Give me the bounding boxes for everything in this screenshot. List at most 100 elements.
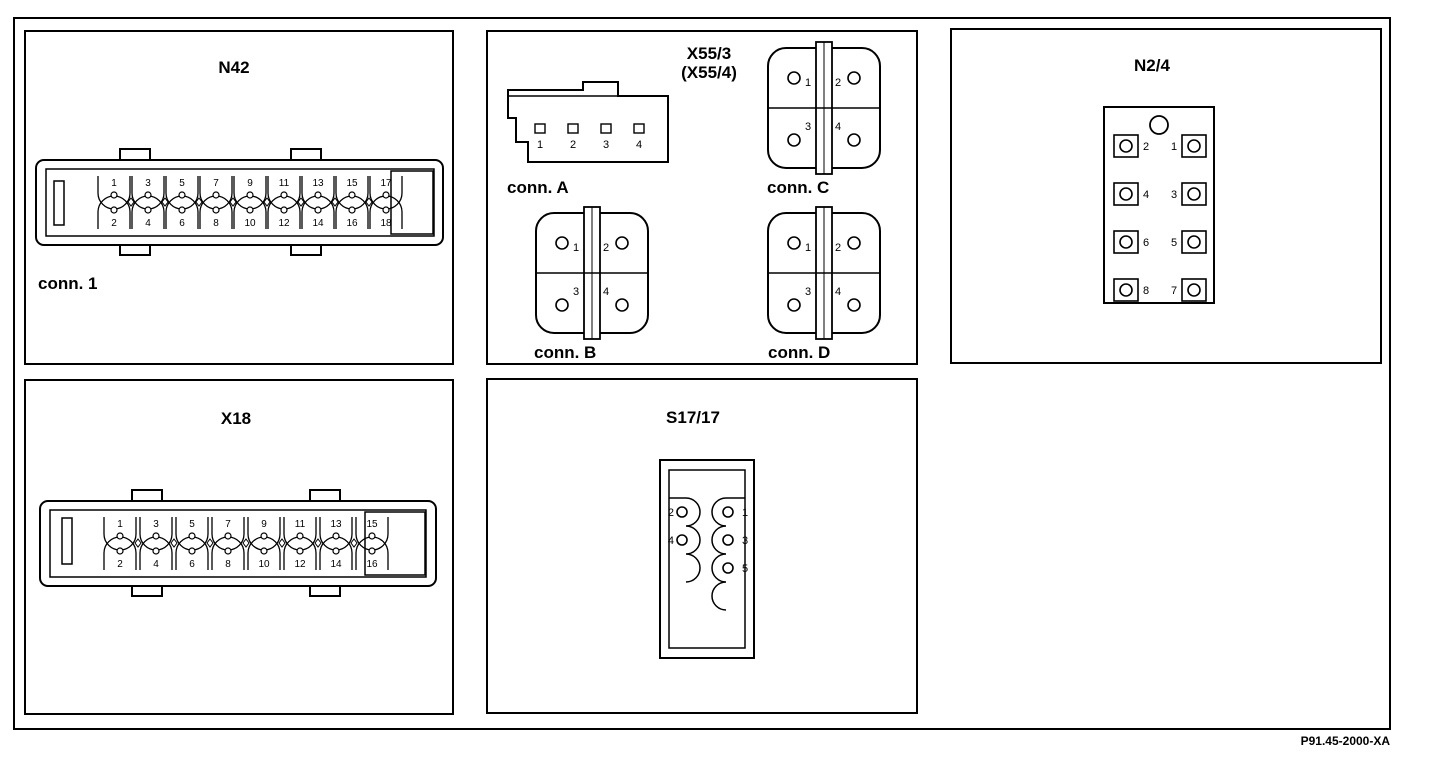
- pin-contact: [212, 206, 220, 214]
- pin-number-label: 10: [244, 218, 256, 229]
- pin-contact: [722, 534, 734, 546]
- connector-d-diagram: 1 2 3 4: [767, 206, 881, 340]
- pin-number-label: 2: [111, 218, 117, 229]
- pin-contact: [534, 123, 546, 134]
- pin-number-label: 11: [295, 519, 306, 530]
- pin-contact: [1187, 139, 1201, 153]
- pin-contact: [314, 206, 322, 214]
- panel-title-x55: X55/3: [686, 44, 732, 63]
- cavity-separator: [161, 197, 169, 207]
- pin-contact: [116, 532, 124, 540]
- pin-number-label: 6: [179, 218, 185, 229]
- pin-number-label: 7: [1171, 285, 1177, 297]
- pin-number-label: 5: [189, 519, 195, 530]
- pin-contact: [110, 191, 118, 199]
- cavity-separator: [206, 538, 214, 548]
- pin-number-label: 3: [145, 178, 151, 189]
- pin-contact: [633, 123, 645, 134]
- pin-number-label: 1: [805, 242, 811, 254]
- pin-number-label: 5: [179, 178, 185, 189]
- pin-contact: [382, 191, 390, 199]
- pin-number-label: 8: [225, 559, 231, 570]
- pin-number-label: 8: [1143, 285, 1149, 297]
- connector-b-diagram: 1 2 3 4: [535, 206, 649, 340]
- pin-number-label: 1: [573, 242, 579, 254]
- pin-number-label: 16: [366, 559, 378, 570]
- cavity-separator: [278, 538, 286, 548]
- pin-contact: [314, 191, 322, 199]
- pin-number-label: 2: [1143, 141, 1149, 153]
- pin-number-label: 3: [805, 121, 811, 133]
- cavity-outline-right: [711, 497, 745, 611]
- pin-contact: [280, 206, 288, 214]
- pin-number-label: 2: [835, 242, 841, 254]
- pin-contact: [1119, 283, 1133, 297]
- pin-contact: [382, 206, 390, 214]
- pin-contact: [368, 547, 376, 555]
- pin-number-label: 1: [537, 139, 543, 151]
- pin-contact: [260, 547, 268, 555]
- pin-number-label: 18: [380, 218, 392, 229]
- pin-number-label: 1: [1171, 141, 1177, 153]
- pin-contact: [615, 298, 629, 312]
- pin-number-label: 2: [668, 507, 674, 519]
- figure-id: P91.45-2000-XA: [1300, 734, 1390, 748]
- pin-number-label: 5: [742, 563, 748, 575]
- pin-number-label: 9: [261, 519, 267, 530]
- pin-contact: [847, 71, 861, 85]
- conn-label-n42: conn. 1: [38, 274, 98, 293]
- pin-number-label: 15: [366, 519, 378, 530]
- conn-label-a: conn. A: [507, 178, 569, 197]
- pin-contact: [212, 191, 220, 199]
- pin-contact: [1119, 187, 1133, 201]
- pin-contact: [787, 298, 801, 312]
- pin-number-label: 4: [636, 139, 642, 151]
- pin-number-label: 6: [189, 559, 195, 570]
- pin-contact: [296, 532, 304, 540]
- pin-number-label: 13: [312, 178, 324, 189]
- pin-contact: [847, 236, 861, 250]
- pin-number-label: 15: [346, 178, 358, 189]
- pin-contact: [348, 191, 356, 199]
- pin-number-label: 4: [603, 286, 609, 298]
- pin-contact: [722, 562, 734, 574]
- pin-contact: [1187, 235, 1201, 249]
- pin-number-label: 7: [213, 178, 219, 189]
- pin-contact: [787, 71, 801, 85]
- pin-contact: [676, 506, 688, 518]
- pin-number-label: 5: [1171, 237, 1177, 249]
- pin-number-label: 3: [805, 286, 811, 298]
- pin-number-label: 3: [1171, 189, 1177, 201]
- pin-contact: [246, 206, 254, 214]
- pin-contact: [188, 547, 196, 555]
- cavity-separator: [170, 538, 178, 548]
- pin-contact: [246, 191, 254, 199]
- pin-contact: [178, 206, 186, 214]
- pin-contact: [280, 191, 288, 199]
- pin-number-label: 4: [1143, 189, 1149, 201]
- pin-contact: [368, 532, 376, 540]
- pin-number-label: 2: [570, 139, 576, 151]
- pin-number-label: 14: [330, 559, 342, 570]
- pin-number-label: 1: [111, 178, 117, 189]
- panel-title-n42: N42: [218, 58, 250, 77]
- pin-contact: [348, 206, 356, 214]
- pin-number-label: 16: [346, 218, 358, 229]
- pin-number-label: 2: [603, 242, 609, 254]
- pin-number-label: 2: [835, 77, 841, 89]
- pin-contact: [1187, 283, 1201, 297]
- pin-contact: [332, 532, 340, 540]
- pin-number-label: 4: [835, 286, 841, 298]
- cavity-separator: [242, 538, 250, 548]
- pin-number-label: 3: [573, 286, 579, 298]
- pin-contact: [332, 547, 340, 555]
- cavity-separator: [297, 197, 305, 207]
- pin-number-label: 14: [312, 218, 324, 229]
- pin-contact: [615, 236, 629, 250]
- pin-contact: [1119, 139, 1133, 153]
- cavity-separator: [134, 538, 142, 548]
